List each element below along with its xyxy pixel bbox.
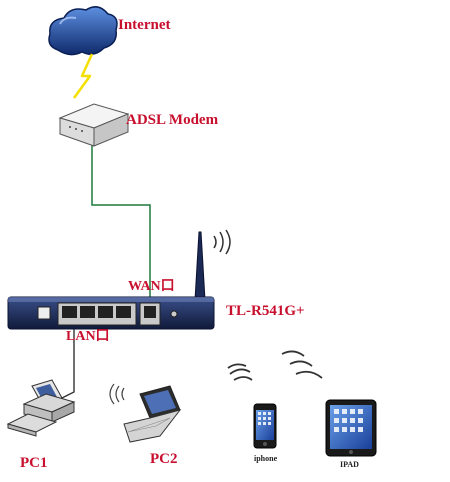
- modem-to-router-cable: [91, 140, 151, 300]
- iphone-label: iphone: [254, 454, 278, 463]
- wifi-waves-icon: [109, 383, 125, 405]
- router-icon: [7, 296, 215, 330]
- wifi-waves-icon: [227, 363, 253, 381]
- lightning-icon: [72, 53, 94, 99]
- antenna-icon: [194, 231, 206, 301]
- ipad-icon: [325, 399, 377, 457]
- iphone-icon: [253, 403, 277, 449]
- internet-label: Internet: [118, 17, 171, 33]
- connection-lines: [61, 140, 151, 399]
- cloud-icon: [48, 6, 118, 56]
- router-to-pc1-cable: [61, 327, 75, 399]
- modem-icon: [58, 103, 130, 147]
- wifi-waves-icon: [281, 350, 323, 379]
- pc2-label: PC2: [150, 451, 178, 467]
- pc1-label: PC1: [20, 455, 48, 471]
- modem-label: ADSL Modem: [126, 112, 219, 128]
- lan-port-label: LAN口: [66, 329, 110, 344]
- wifi-waves-icon: [213, 229, 231, 255]
- ipad-label: IPAD: [340, 460, 359, 469]
- laptop-icon: [123, 385, 182, 443]
- desktop-pc-icon: [6, 379, 76, 437]
- wan-port-label: WAN口: [128, 279, 175, 294]
- lan-ports: [57, 302, 137, 326]
- router-label: TL-R541G+: [226, 303, 305, 319]
